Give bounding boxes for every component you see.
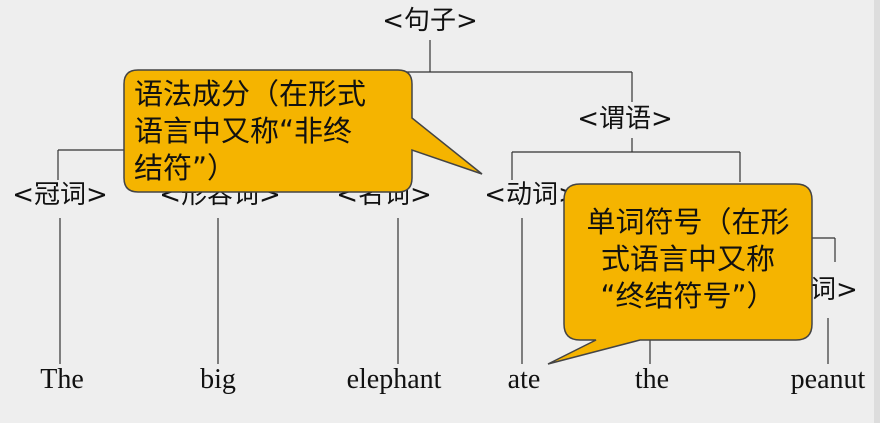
- word-the: The: [40, 364, 84, 395]
- word-the-2: the: [634, 364, 670, 395]
- callout-terminal-line: 式语言中又称: [600, 242, 775, 276]
- callout-terminal-line: 单词符号（在形: [586, 205, 790, 239]
- slide-edge-strip: [874, 0, 880, 423]
- callout-nonterminal-line: 语言中又称“非终: [134, 114, 353, 148]
- node-sentence: <句子>: [382, 6, 478, 36]
- word-peanut: peanut: [790, 364, 866, 395]
- node-article: <冠词>: [12, 180, 108, 210]
- callout-terminal-text: 单词符号（在形 式语言中又称 “终结符号”）: [570, 204, 806, 315]
- word-elephant: elephant: [346, 364, 442, 395]
- callout-nonterminal-line: 语法成分（在形式: [134, 77, 367, 111]
- callout-terminal-line: “终结符号”）: [600, 279, 776, 313]
- word-big: big: [200, 364, 236, 395]
- node-predicate: <谓语>: [577, 104, 673, 134]
- word-ate: ate: [507, 364, 541, 395]
- callout-nonterminal-text: 语法成分（在形式 语言中又称“非终 结符”）: [134, 76, 366, 187]
- callout-nonterminal-line: 结符”）: [134, 151, 237, 185]
